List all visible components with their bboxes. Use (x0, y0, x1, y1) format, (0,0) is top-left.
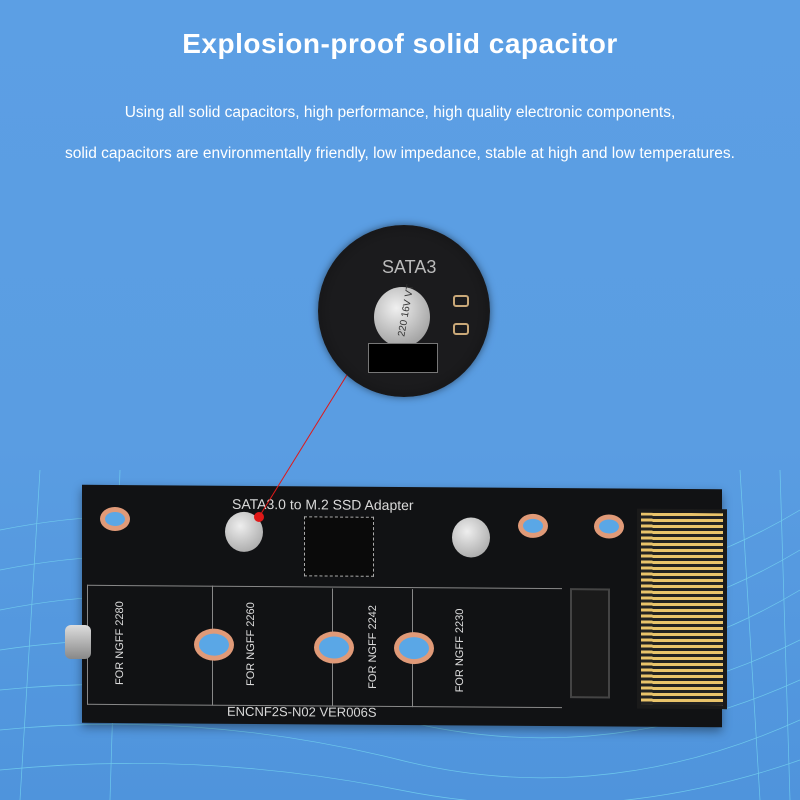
description-line-2: solid capacitors are environmentally fri… (64, 145, 735, 162)
capacitor-base (368, 343, 438, 373)
capacitor-zoom-callout: SATA3 220 16V VT (318, 225, 490, 397)
pointer-dot (254, 512, 264, 522)
description-line-1: Using all solid capacitors, high perform… (124, 104, 676, 121)
screw (65, 625, 91, 659)
zoom-label: SATA3 (382, 257, 437, 277)
heading: Explosion-proof solid capacitor (182, 28, 618, 59)
capacitor-closeup (374, 287, 430, 347)
